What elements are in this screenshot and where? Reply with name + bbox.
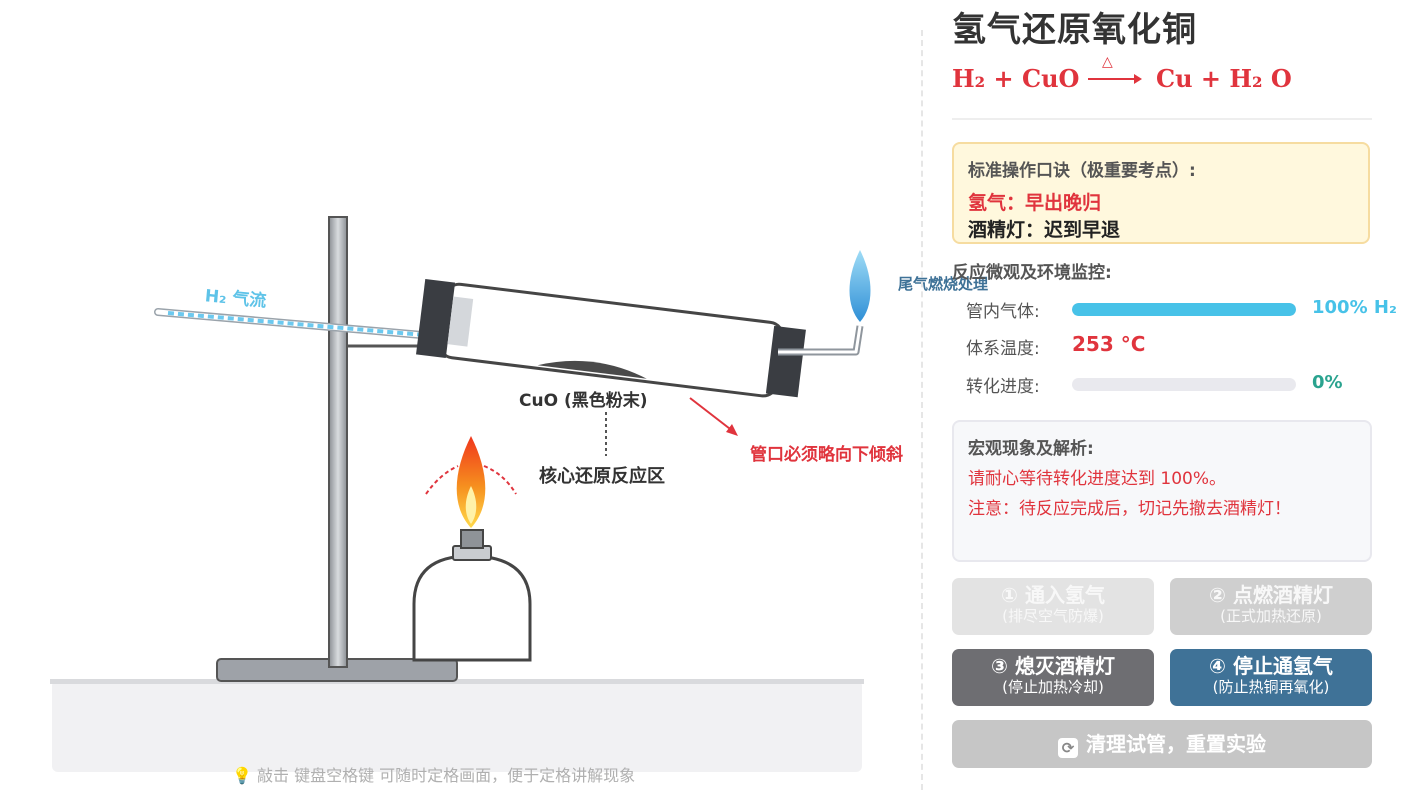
page-title: 氢气还原氧化铜 [952,10,1197,50]
step2-label: ② 点燃酒精灯 [1209,583,1333,607]
monitor-heading: 反应微观及环境监控: [952,263,1112,283]
reset-label: 清理试管，重置实验 [1086,732,1266,756]
step3-label: ③ 熄灭酒精灯 [991,654,1115,678]
apparatus-drawing [50,216,871,772]
temp-value: 253 °C [1072,332,1146,356]
phenomenon-heading: 宏观现象及解析: [968,439,1094,459]
exhaust-flame [849,250,871,322]
progress-value: 0% [1312,372,1343,393]
step4-label: ④ 停止通氢气 [1209,654,1333,678]
exhaust-label: 尾气燃烧处理 [898,275,989,293]
step4-hydrogen-off-button[interactable]: ④ 停止通氢气 (防止热铜再氧化) [1170,649,1372,706]
lamp-flame [456,436,486,528]
tilt-note: 管口必须略向下倾斜 [750,445,903,465]
step3-sublabel: (停止加热冷却) [1002,678,1104,696]
equation-arrow [1088,74,1142,84]
h2-flow-label: H₂ 气流 [204,286,268,312]
step1-hydrogen-on-button[interactable]: ① 通入氢气 (排尽空气防爆) [952,578,1154,635]
step1-label: ① 通入氢气 [1001,583,1105,607]
tips-lamp-rule: 酒精灯：迟到早退 [968,219,1121,241]
equation-condition: △ [1102,54,1113,70]
gas-bar [1072,303,1296,316]
phenomenon-box: 宏观现象及解析: 请耐心等待转化进度达到 100%。 注意：待反应完成后，切记先… [952,420,1372,562]
operation-tips-box: 标准操作口诀（极重要考点）: 氢气：早出晚归 酒精灯：迟到早退 [952,142,1370,244]
alcohol-lamp-body [412,554,532,662]
step1-sublabel: (排尽空气防爆) [1002,607,1104,625]
control-panel: 氢气还原氧化铜 H₂ + CuO △ Cu + H₂ O 标准操作口诀（极重要考… [952,0,1397,792]
tube-stopper-left [416,278,456,359]
tips-heading: 标准操作口诀（极重要考点）: [968,161,1196,181]
lab-table [52,680,862,772]
tube-stopper-right [765,325,806,398]
cuo-powder [537,360,647,379]
gas-bar-fill [1072,303,1296,316]
stand-rod [328,216,348,668]
step2-sublabel: (正式加热还原) [1220,607,1322,625]
table-edge [50,679,864,684]
reset-experiment-button[interactable]: ⟳ 清理试管，重置实验 [952,720,1372,768]
temp-label: 体系温度: [966,339,1040,359]
lamp-wick-holder [460,529,484,549]
heat-arc-right [483,465,517,495]
chemical-equation: H₂ + CuO △ Cu + H₂ O [952,54,1292,93]
step2-light-lamp-button[interactable]: ② 点燃酒精灯 (正式加热还原) [1170,578,1372,635]
progress-bar [1072,378,1296,391]
gas-label: 管内气体: [966,302,1040,322]
core-reaction-label: 核心还原反应区 [539,466,665,487]
test-tube [416,278,806,398]
refresh-icon: ⟳ [1058,738,1078,758]
phenomenon-text-2: 注意：待反应完成后，切记先撤去酒精灯！ [968,499,1291,519]
panel-divider [921,30,923,790]
h2-stream [167,311,681,359]
gas-value: 100% H₂ [1312,297,1397,318]
equation-products: Cu + H₂ O [1156,64,1292,93]
step4-sublabel: (防止热铜再氧化) [1212,678,1330,696]
cuo-label: CuO (黑色粉末) [519,391,648,411]
equation-reactants: H₂ + CuO [952,64,1080,93]
keyboard-hint: 💡 敲击 键盘空格键 可随时定格画面，便于定格讲解现象 [232,766,636,785]
title-separator [952,118,1372,120]
progress-label: 转化进度: [966,377,1040,397]
tips-hydrogen-rule: 氢气：早出晚归 [968,192,1102,214]
apparatus-scene: H₂ 气流 尾气燃烧处理 CuO (黑色粉末) 核心还原反应区 管口必须略向下倾… [50,216,988,785]
tilt-arrow [689,397,735,433]
heat-arc-left [425,465,459,495]
phenomenon-text-1: 请耐心等待转化进度达到 100%。 [968,469,1227,489]
step3-extinguish-lamp-button[interactable]: ③ 熄灭酒精灯 (停止加热冷却) [952,649,1154,706]
